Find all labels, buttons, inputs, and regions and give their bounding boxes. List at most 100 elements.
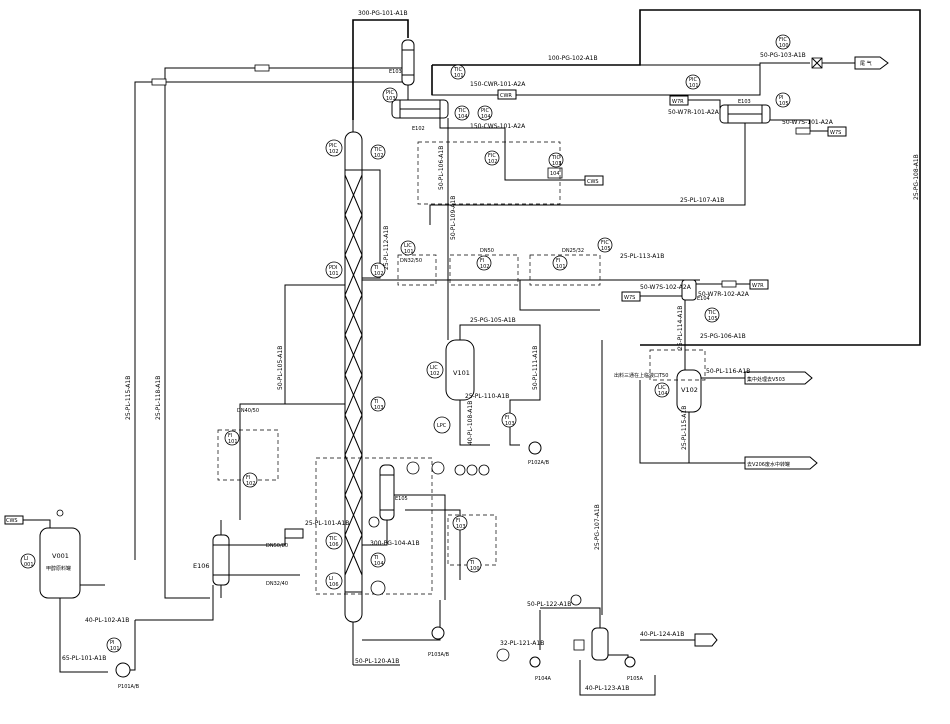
exchanger-e103-right: E103 W7R 50-W7R-101-A2A 50-W7S-101-A2A W… (429, 74, 847, 225)
svg-text:102: 102 (480, 264, 490, 270)
lower-right-pumps: 25-PG-107-A1B 50-PL-122-A1B 32-PL-121-A1… (496, 340, 718, 696)
svg-text:FIC: FIC (488, 153, 496, 159)
stream-tail-gas: 尾 气 (860, 60, 872, 67)
line-label-50-w7r-102: 50-W7R-102-A2A (698, 291, 750, 298)
svg-text:102: 102 (430, 371, 440, 377)
line-label-32-pl-121: 32-PL-121-A1B (500, 640, 544, 647)
svg-text:105: 105 (779, 101, 789, 107)
svg-text:106: 106 (329, 582, 339, 588)
equipment-label-v102: V102 (681, 386, 698, 394)
line-label-50-w7s-101: 50-W7S-101-A2A (782, 119, 834, 126)
valve-size-4: DN40/50 (237, 408, 259, 414)
svg-text:FI: FI (456, 518, 460, 524)
pump-label-p103: P103A/B (428, 652, 450, 658)
svg-text:TIC: TIC (551, 155, 561, 161)
svg-text:105: 105 (601, 246, 611, 252)
svg-text:LIC: LIC (658, 385, 666, 391)
reboiler-e105 (379, 464, 395, 521)
svg-text:101: 101 (329, 271, 339, 277)
line-label-50-pl-120: 50-PL-120-A1B (355, 658, 399, 665)
line-label-40-pl-108: 40-PL-108-A1B (467, 401, 474, 445)
svg-text:TIC: TIC (457, 108, 467, 114)
svg-text:TI: TI (373, 265, 379, 271)
svg-text:101: 101 (556, 264, 566, 270)
equipment-label-v101: V101 (453, 369, 470, 377)
line-label-50-pl-122: 50-PL-122-A1B (527, 601, 571, 608)
svg-text:LIC: LIC (430, 365, 438, 371)
preheater-e106 (212, 534, 230, 586)
svg-text:TIC: TIC (453, 67, 463, 73)
line-label-50-pl-111: 50-PL-111-A1B (532, 346, 539, 390)
stream-cws: CWS (587, 179, 599, 185)
stream-w7s: W7S (830, 130, 841, 136)
svg-text:TI: TI (373, 399, 379, 405)
equipment-desc-v001: 甲醇原料罐 (46, 565, 71, 572)
line-label-65-pl-101: 65-PL-101-A1B (62, 655, 106, 662)
pump-label-p101: P101A/B (118, 684, 140, 690)
svg-text:PIC: PIC (689, 77, 697, 83)
line-label-25-pl-110: 25-PL-110-A1B (465, 393, 509, 400)
svg-text:CWS: CWS (6, 518, 18, 524)
stream-w7s-2: W7S (624, 295, 635, 301)
svg-text:TI: TI (373, 555, 379, 561)
equipment-label-e102: E102 (412, 126, 425, 132)
distillation-column (344, 120, 363, 665)
line-label-50-pl-109: 50-PL-109-A1B (450, 196, 457, 240)
svg-text:103: 103 (374, 405, 384, 411)
svg-text:102: 102 (329, 149, 339, 155)
svg-text:LI: LI (329, 576, 333, 582)
line-label-50-pl-105: 50-PL-105-A1B (277, 346, 284, 390)
line-label-25-pl-115: 25-PL-115-A1B (681, 406, 688, 450)
svg-text:FIC: FIC (779, 37, 787, 43)
svg-text:PIC: PIC (481, 108, 489, 114)
svg-text:103: 103 (552, 161, 562, 167)
tail-gas-outlet (854, 56, 889, 70)
line-label-150-cwr: 150-CWR-101-A2A (470, 81, 526, 88)
equipment-label-e105: E105 (395, 496, 408, 502)
valve-size-3: DN25/32 (562, 248, 584, 254)
line-label-25-pg-105: 25-PG-105-A1B (470, 317, 516, 324)
svg-text:PDI: PDI (329, 265, 337, 271)
line-label-25-pl-107: 25-PL-107-A1B (680, 197, 724, 204)
overhead-lines: 300-PG-101-A1B E103 100-PG-102-A1B 25-PG… (125, 9, 921, 599)
valve-size-5: DN50/80 (266, 543, 288, 549)
svg-text:TIC: TIC (373, 147, 383, 153)
svg-text:101: 101 (454, 73, 464, 79)
line-label-300-pg-101: 300-PG-101-A1B (358, 10, 408, 17)
line-label-100-pg-102: 100-PG-102-A1B (548, 55, 598, 62)
line-label-50-pg-103: 50-PG-103-A1B (760, 52, 806, 59)
line-label-50-pl-103: 25-PL-115-A1B (125, 376, 132, 420)
svg-text:105: 105 (708, 316, 718, 322)
svg-text:103: 103 (505, 421, 515, 427)
line-label-25-pl-114: 25-PL-114-A1B (677, 306, 684, 350)
svg-text:FIC: FIC (601, 240, 609, 246)
line-label-300-pg-104: 300-PG-104-A1B (370, 540, 420, 547)
line-label-40-pl-124: 40-PL-124-A1B (640, 631, 684, 638)
svg-text:104: 104 (481, 114, 491, 120)
svg-text:FI: FI (228, 433, 232, 439)
line-label-50-w7r-101: 50-W7R-101-A2A (668, 109, 720, 116)
pump-label-p105: P105A (627, 676, 644, 682)
svg-text:102: 102 (246, 481, 256, 487)
svg-text:101: 101 (228, 439, 238, 445)
line-label-150-cws: 150-CWS-101-A2A (470, 123, 526, 130)
line-label-25-pg-106: 25-PG-106-A1B (700, 333, 746, 340)
svg-text:FI: FI (556, 258, 560, 264)
svg-text:FI: FI (480, 258, 484, 264)
tank-v001 (39, 527, 81, 599)
equipment-label-v001: V001 (52, 552, 69, 560)
svg-text:104: 104 (458, 114, 468, 120)
stream-w7r-2: W7R (752, 283, 764, 289)
line-label-25-pg-107: 25-PG-107-A1B (594, 504, 601, 550)
equipment-label-e103: E103 (738, 99, 751, 105)
svg-text:FI: FI (505, 415, 509, 421)
svg-text:104: 104 (658, 391, 668, 397)
line-label-25-pl-101: 25-PL-101-A1B (305, 520, 349, 527)
line-label-40-pl-102: 40-PL-102-A1B (85, 617, 129, 624)
lpc-tag: LPC (437, 423, 447, 429)
svg-text:101: 101 (404, 249, 414, 255)
tank-v102: 25-PG-106-A1B 25-PL-114-A1B V102 集中处理去V5… (614, 300, 818, 470)
svg-text:TIC: TIC (707, 310, 717, 316)
equipment-label-e106: E106 (193, 562, 210, 570)
